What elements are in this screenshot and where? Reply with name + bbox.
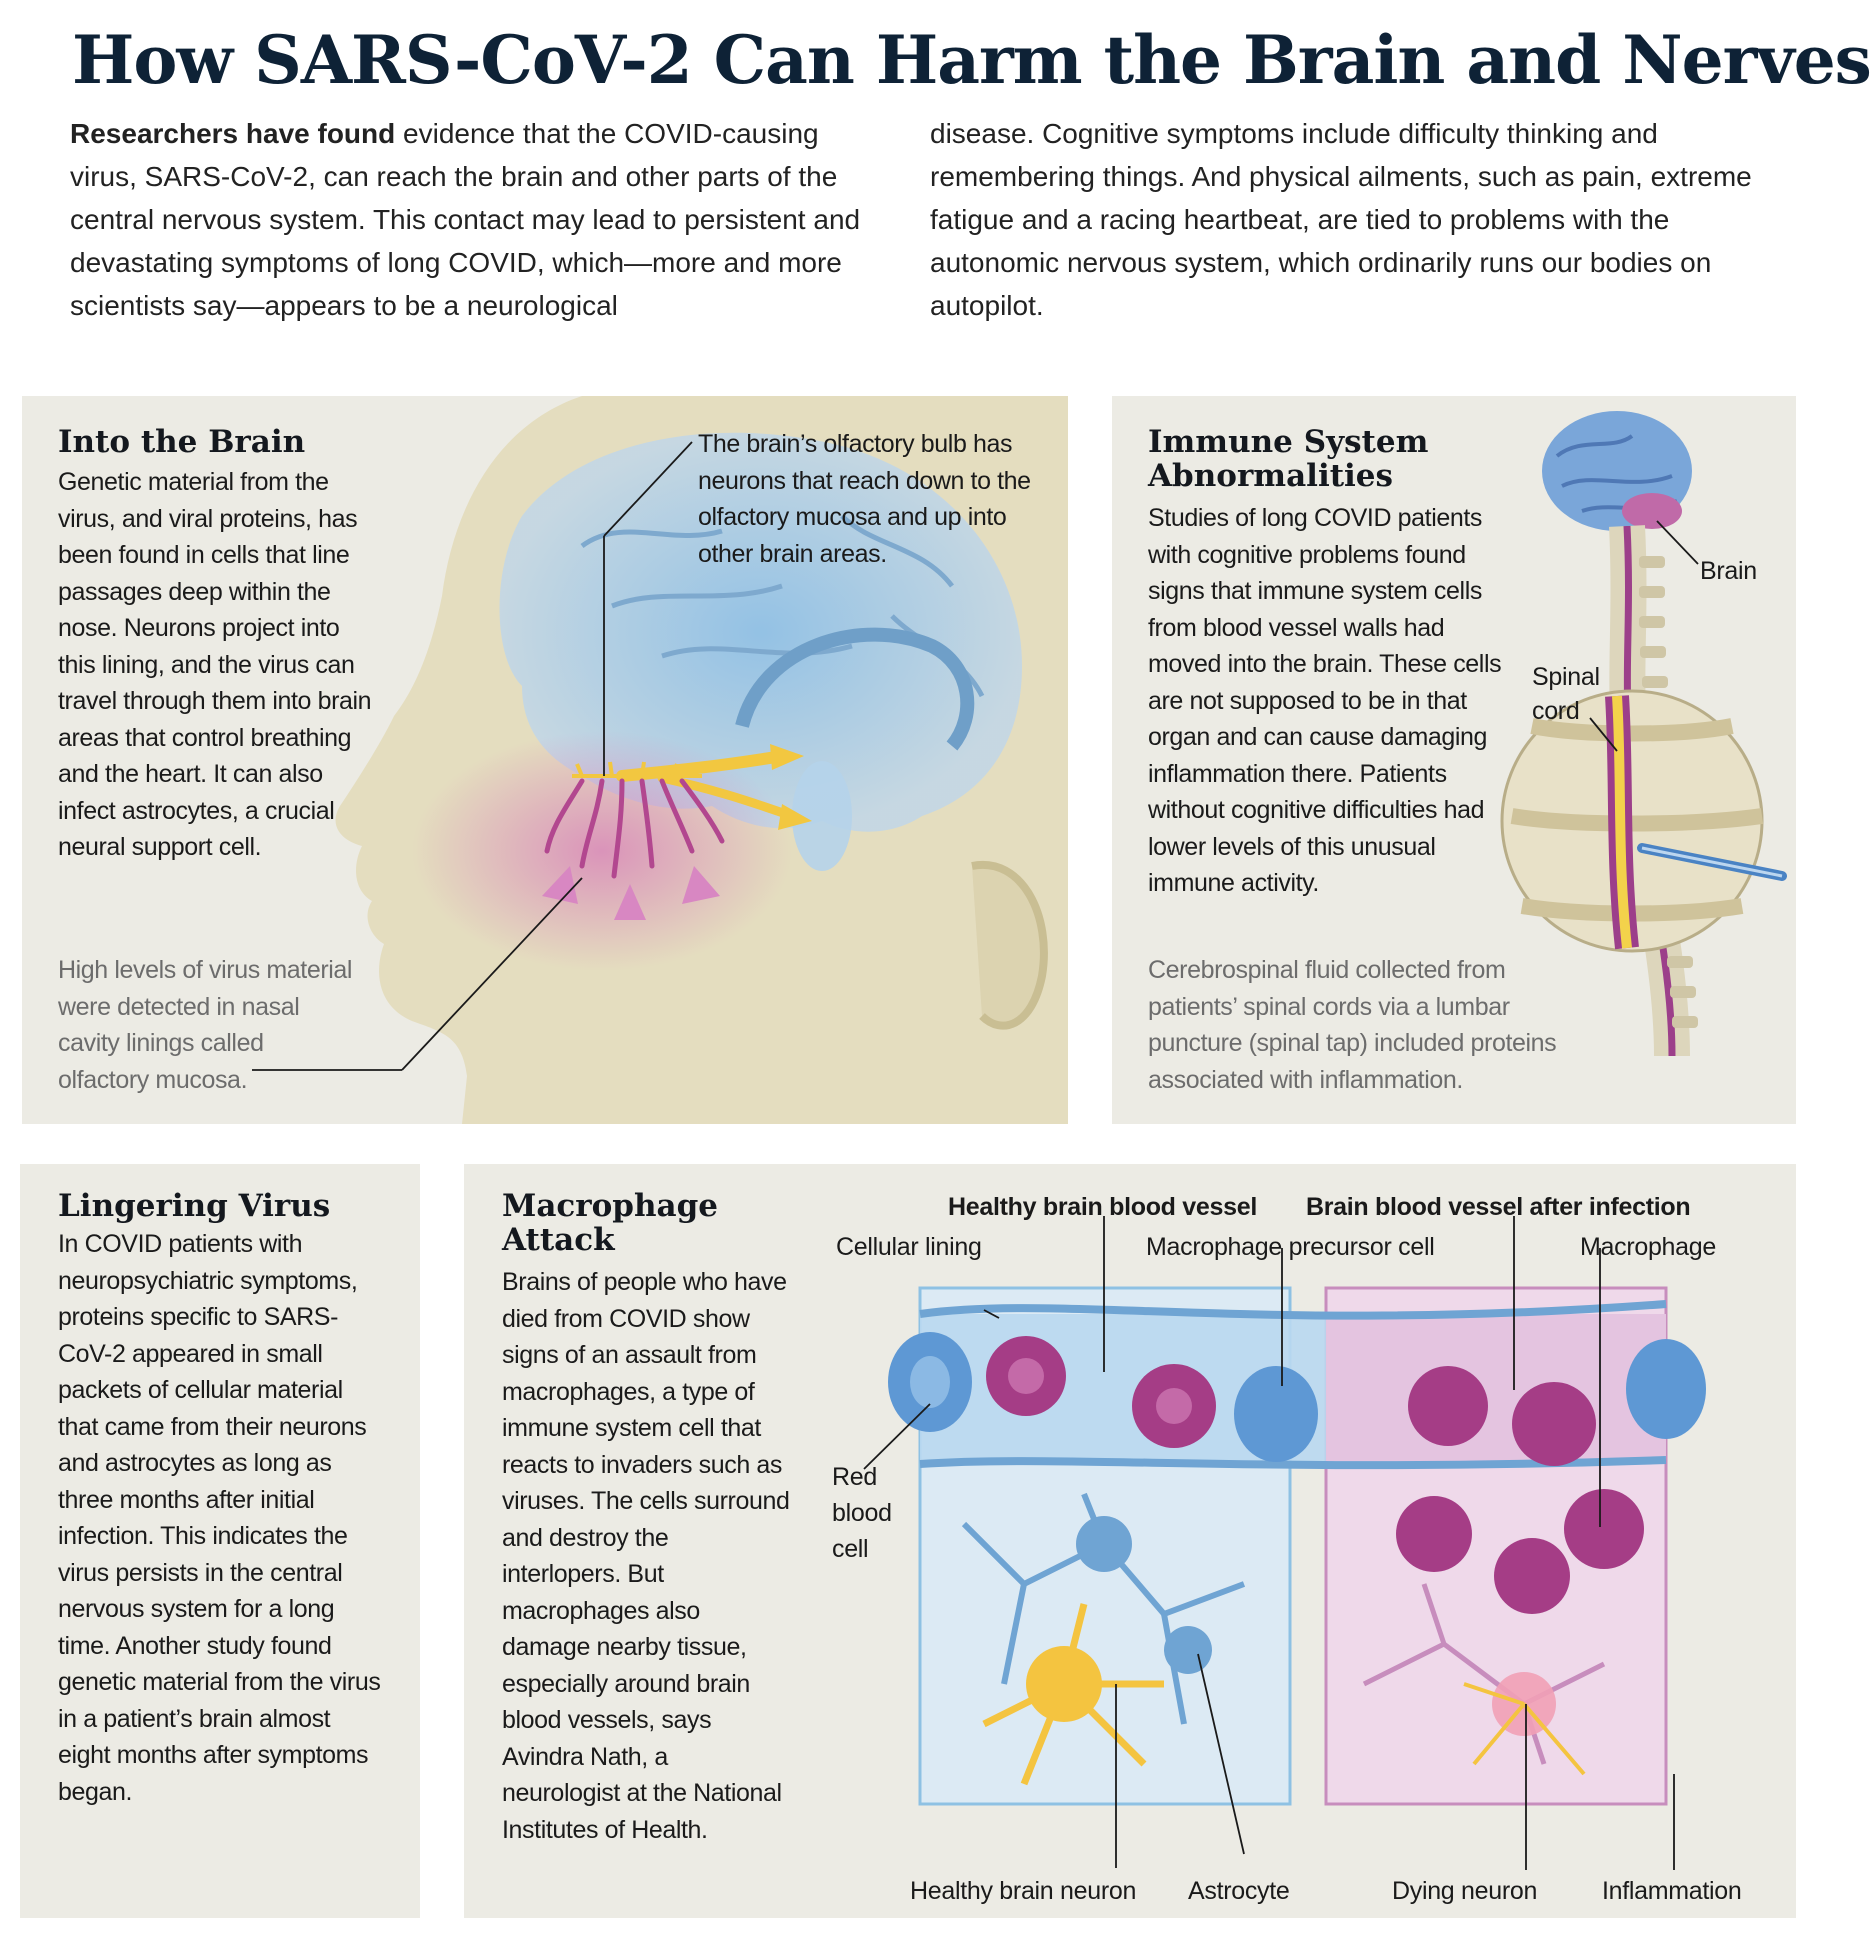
immune-title-line2: Abnormalities [1148,458,1393,494]
lingering-text: In COVID patients with neuropsychiatric … [58,1230,381,1806]
label-cellular-lining: Cellular lining [836,1233,982,1261]
label-rbc-line3: cell [832,1535,869,1563]
label-rbc-line1: Red [832,1463,877,1491]
label-inflammation: Inflammation [1602,1877,1742,1905]
label-brain: Brain [1700,557,1757,585]
into-brain-note: High levels of virus material were detec… [58,956,353,1094]
into-brain-title: Into the Brain [58,424,306,460]
brain-spine-illustration [1500,411,1787,1057]
macrophage-title-line2: Attack [502,1222,615,1258]
head-brain-illustration [252,396,1068,1124]
label-astrocyte: Astrocyte [1188,1877,1290,1905]
lingering-title: Lingering Virus [58,1188,331,1224]
label-rbc-line2: blood [832,1499,892,1527]
macrophage-title-line1: Macrophage [502,1188,718,1224]
immune-title-line1: Immune System [1148,424,1429,460]
into-brain-text: Genetic material from the virus, and vir… [58,468,372,861]
label-dying-neuron: Dying neuron [1392,1877,1538,1905]
panel-macrophage-attack: Macrophage Attack Brains of people who h… [464,1164,1796,1918]
label-spinal-line1: Spinal [1532,663,1600,691]
intro-left-paragraph: Researchers have found evidence that the… [70,112,890,327]
intro-right-paragraph: disease. Cognitive symptoms include diff… [930,118,1752,321]
label-precursor: Macrophage precursor cell [1146,1233,1435,1261]
panel-immune-system: Immune System Abnormalities Studies of l… [1112,396,1796,1124]
immune-text: Studies of long COVID patients with cogn… [1148,504,1502,897]
label-spinal-line2: cord [1532,697,1580,725]
intro-left-text: evidence that the COVID-causing virus, S… [70,118,861,321]
blood-vessel-illustration [863,1216,1706,1870]
label-macrophage: Macrophage [1580,1233,1716,1261]
panel-lingering-virus: Lingering Virus In COVID patients with n… [20,1164,420,1918]
panel-into-the-brain: Into the Brain Genetic material from the… [22,396,1068,1124]
label-healthy-neuron: Healthy brain neuron [910,1877,1137,1905]
immune-note: Cerebrospinal fluid collected from patie… [1148,956,1557,1094]
label-infected-vessel: Brain blood vessel after infection [1306,1193,1691,1221]
olfactory-bulb-callout: The brain’s olfactory bulb has neurons t… [698,430,1031,568]
intro-lead: Researchers have found [70,118,396,149]
page-title: How SARS-CoV-2 Can Harm the Brain and Ne… [72,21,1871,99]
macrophage-text: Brains of people who have died from COVI… [502,1268,790,1844]
label-healthy-vessel: Healthy brain blood vessel [948,1193,1257,1221]
